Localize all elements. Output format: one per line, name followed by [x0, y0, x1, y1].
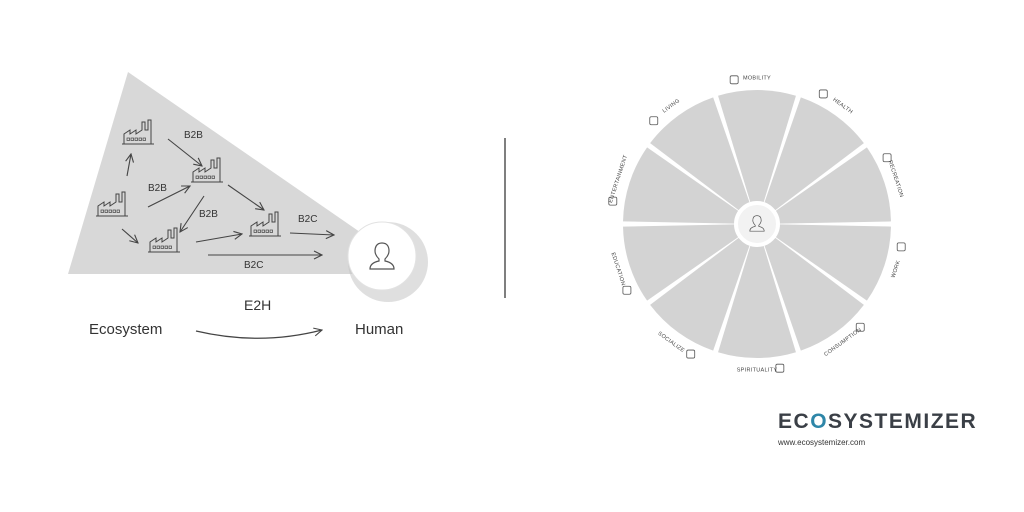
wheel-segment-spirituality: [718, 245, 796, 358]
wheel-segment-recreation: [775, 147, 891, 224]
briefcase-icon: [896, 242, 906, 252]
flow-label-b2b-left: B2B: [148, 183, 167, 194]
heart-hand-icon: [818, 89, 828, 99]
wheel-label-living: LIVING: [662, 98, 682, 115]
house-icon: [649, 116, 659, 126]
arrow-left-to-bottom: [121, 228, 138, 243]
ecosystem-label: Ecosystem: [89, 321, 162, 338]
book-icon: [622, 285, 632, 295]
wheel-segment-entertainment: [623, 147, 739, 224]
wheel-label-health: HEALTH: [831, 97, 853, 115]
lotus-icon: [775, 363, 785, 373]
ecosystem-fan: [68, 72, 386, 274]
arrow-left-to-center: [147, 186, 190, 208]
flow-label-b2b-center: B2B: [199, 209, 218, 220]
human-label: Human: [355, 321, 403, 338]
logo-wordmark-post: SYSTEMIZER: [828, 410, 978, 433]
cart-icon: [855, 322, 865, 332]
wheel-label-mobility: MOBILITY: [743, 75, 771, 81]
masks-icon: [608, 196, 618, 206]
wheel-segment-socialize: [650, 237, 750, 351]
bus-icon: [729, 75, 739, 85]
arrow-center-to-bottom: [180, 195, 205, 232]
logo-url: www.ecosystemizer.com: [778, 438, 866, 447]
flow-label-b2c-bottom: B2C: [244, 260, 263, 271]
wheel-segment-education: [623, 224, 739, 301]
flow-label-b2c-top: B2C: [298, 214, 317, 225]
e2h-arrow: [195, 330, 322, 339]
life-domain-wheel: MOBILITYHEALTHRECREATIONWORKCONSUMPTIONS…: [608, 75, 906, 373]
wheel-segment-work: [775, 224, 891, 301]
e2h-label: E2H: [244, 297, 271, 313]
wheel-segment-consumption: [764, 237, 864, 351]
flow-arrows: [121, 138, 334, 255]
wheel-label-work: WORK: [891, 260, 902, 279]
wheel-segment-living: [650, 97, 750, 211]
people-icon: [686, 349, 696, 359]
tent-icon: [882, 153, 892, 163]
arrow-center-to-right: [227, 184, 264, 210]
wheel-label-education: EDUCATION: [610, 252, 626, 287]
arrow-right-to-human: [289, 233, 334, 235]
wheel-center: [734, 201, 780, 247]
logo-wordmark: ECOSYSTEMIZER: [778, 410, 977, 434]
human-node: [347, 221, 428, 302]
wheel-label-spirituality: SPIRITUALITY: [737, 367, 778, 373]
wheel-label-recreation: RECREATION: [887, 160, 905, 199]
logo-wordmark-o: O: [810, 410, 829, 433]
arrow-bottom-to-right: [195, 234, 242, 243]
wheel-segment-health: [764, 97, 864, 211]
arrow-left-to-top: [127, 154, 131, 177]
flow-label-b2b-top: B2B: [184, 130, 203, 141]
ecosystemizer-logo: ECOSYSTEMIZER www.ecosystemizer.com: [778, 410, 977, 447]
arrow-top-to-center: [167, 138, 202, 166]
wheel-segment-mobility: [718, 90, 796, 203]
logo-wordmark-pre: EC: [778, 410, 811, 433]
